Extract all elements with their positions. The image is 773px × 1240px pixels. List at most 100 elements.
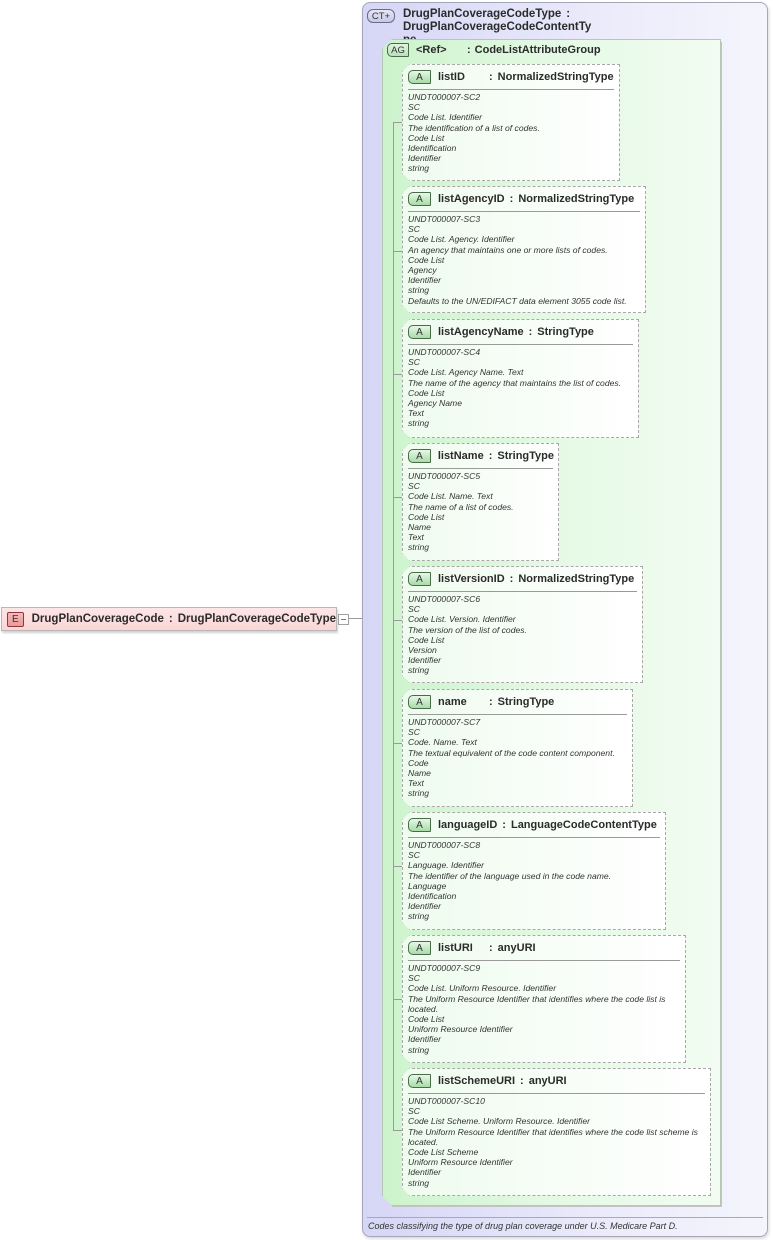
attribute-separator: :: [489, 942, 493, 954]
complex-type-documentation: Codes classifying the type of drug plan …: [368, 1221, 678, 1231]
attribute-badge-icon: A: [408, 449, 431, 463]
attribute-list-id[interactable]: A listID : NormalizedStringType UNDT0000…: [402, 64, 620, 181]
attribute-type: StringType: [497, 450, 554, 462]
attribute-separator: :: [528, 326, 533, 338]
attribute-group-header[interactable]: AG <Ref> : CodeListAttributeGroup: [387, 43, 601, 57]
attribute-name-code[interactable]: A name : StringType UNDT000007-SC7 SC Co…: [402, 689, 633, 807]
doc-line: SC: [408, 481, 420, 492]
doc-line: string: [408, 1177, 430, 1188]
attribute-type: NormalizedStringType: [497, 71, 614, 83]
attribute-connector-tick: [393, 620, 402, 621]
attribute-type: anyURI: [528, 1075, 567, 1087]
doc-line: Agency: [408, 265, 437, 276]
attribute-divider: [408, 344, 633, 345]
attribute-divider: [408, 591, 637, 592]
doc-line: string: [408, 788, 430, 799]
attribute-connector-tick: [393, 374, 402, 375]
doc-line: Code List: [408, 511, 445, 522]
attribute-badge-icon: A: [408, 192, 431, 206]
doc-line: Defaults to the UN/EDIFACT data element …: [408, 295, 627, 306]
element-separator: :: [168, 613, 173, 625]
complex-type-badge-icon: CT+: [367, 9, 395, 23]
doc-line: UNDT000007-SC6: [408, 594, 481, 604]
connector-element-to-type: [347, 618, 362, 619]
doc-line: Code List. Version. Identifier: [408, 614, 516, 625]
attribute-badge-icon: A: [408, 695, 431, 709]
complex-type-divider: [367, 1217, 763, 1218]
attribute-language-id[interactable]: A languageID : LanguageCodeContentType U…: [402, 812, 666, 930]
attribute-divider: [408, 960, 680, 961]
attribute-documentation: UNDT000007-SC7 SC Code. Name. Text The t…: [408, 717, 628, 799]
doc-line: Uniform Resource Identifier: [408, 1024, 513, 1035]
doc-line: string: [408, 665, 430, 676]
doc-line: UNDT000007-SC5: [408, 471, 481, 481]
doc-line: The Uniform Resource Identifier that ide…: [408, 1126, 698, 1147]
doc-line: The Uniform Resource Identifier that ide…: [408, 993, 666, 1014]
attribute-type: StringType: [537, 326, 594, 338]
attribute-list-agency-id[interactable]: A listAgencyID : NormalizedStringType UN…: [402, 186, 646, 313]
attribute-list-uri[interactable]: A listURI : anyURI UNDT000007-SC9 SC Cod…: [402, 935, 686, 1063]
doc-line: Code List: [408, 634, 445, 645]
doc-line: The identification of a list of codes.: [408, 122, 540, 133]
doc-line: Identifier: [408, 1167, 441, 1178]
doc-line: Identifier: [408, 1034, 441, 1045]
attribute-connector-tick: [393, 866, 402, 867]
collapse-toggle-icon[interactable]: [338, 614, 349, 625]
attribute-separator: :: [520, 1075, 524, 1087]
attribute-documentation: UNDT000007-SC6 SC Code List. Version. Id…: [408, 594, 638, 676]
attribute-name: listURI: [438, 942, 473, 954]
doc-line: Agency Name: [408, 398, 462, 409]
attribute-divider: [408, 1093, 705, 1094]
attribute-separator: :: [488, 450, 493, 462]
doc-line: SC: [408, 102, 420, 113]
doc-line: An agency that maintains one or more lis…: [408, 244, 608, 255]
doc-line: Identifier: [408, 153, 441, 164]
attribute-connector-tick: [393, 122, 402, 123]
doc-line: string: [408, 1044, 430, 1055]
doc-line: Identification: [408, 891, 457, 902]
doc-line: The name of a list of codes.: [408, 501, 514, 512]
attribute-name: languageID: [438, 819, 498, 831]
doc-line: The name of the agency that maintains th…: [408, 377, 622, 388]
attribute-badge-icon: A: [408, 325, 431, 339]
attribute-divider: [408, 211, 640, 212]
attribute-divider: [408, 837, 660, 838]
element-badge-icon: E: [7, 611, 24, 627]
doc-line: UNDT000007-SC7: [408, 717, 481, 727]
attribute-group-badge-icon: AG: [387, 43, 409, 57]
element-drug-plan-coverage-code[interactable]: E DrugPlanCoverageCode : DrugPlanCoverag…: [1, 607, 337, 631]
attribute-name: name: [438, 696, 467, 708]
attribute-separator: :: [502, 819, 506, 831]
attribute-group-ref: <Ref>: [416, 44, 447, 56]
doc-line: Code List: [408, 254, 445, 265]
attribute-connector-tick: [393, 743, 402, 744]
attribute-type: LanguageCodeContentType: [510, 819, 657, 831]
attribute-documentation: UNDT000007-SC2 SC Code List. Identifier …: [408, 92, 615, 174]
doc-line: string: [408, 163, 430, 174]
doc-line: string: [408, 911, 430, 922]
doc-line: Identifier: [408, 655, 441, 666]
attribute-badge-icon: A: [408, 818, 431, 832]
doc-line: Code. Name. Text: [408, 737, 477, 748]
doc-line: Text: [408, 408, 424, 419]
doc-line: Code List: [408, 1014, 445, 1025]
attribute-list-name[interactable]: A listName : StringType UNDT000007-SC5 S…: [402, 443, 559, 561]
doc-line: The identifier of the language used in t…: [408, 870, 612, 881]
attribute-documentation: UNDT000007-SC4 SC Code List. Agency Name…: [408, 347, 634, 429]
doc-line: Text: [408, 778, 424, 789]
attribute-list-version-id[interactable]: A listVersionID : NormalizedStringType U…: [402, 566, 643, 683]
doc-line: SC: [408, 224, 420, 235]
doc-line: Uniform Resource Identifier: [408, 1157, 513, 1168]
doc-line: Code List. Agency Name. Text: [408, 367, 524, 378]
doc-line: Identifier: [408, 901, 441, 912]
attribute-name: listAgencyName: [438, 326, 524, 338]
attribute-list-agency-name[interactable]: A listAgencyName : StringType UNDT000007…: [402, 319, 639, 438]
doc-line: SC: [408, 1106, 420, 1117]
doc-line: Version: [408, 645, 437, 656]
attribute-list-scheme-uri[interactable]: A listSchemeURI : anyURI UNDT000007-SC10…: [402, 1068, 711, 1196]
doc-line: Code List: [408, 387, 445, 398]
attribute-separator: :: [489, 696, 493, 708]
doc-line: Identifier: [408, 275, 441, 286]
attribute-divider: [408, 89, 614, 90]
attribute-name: listID: [438, 71, 465, 83]
